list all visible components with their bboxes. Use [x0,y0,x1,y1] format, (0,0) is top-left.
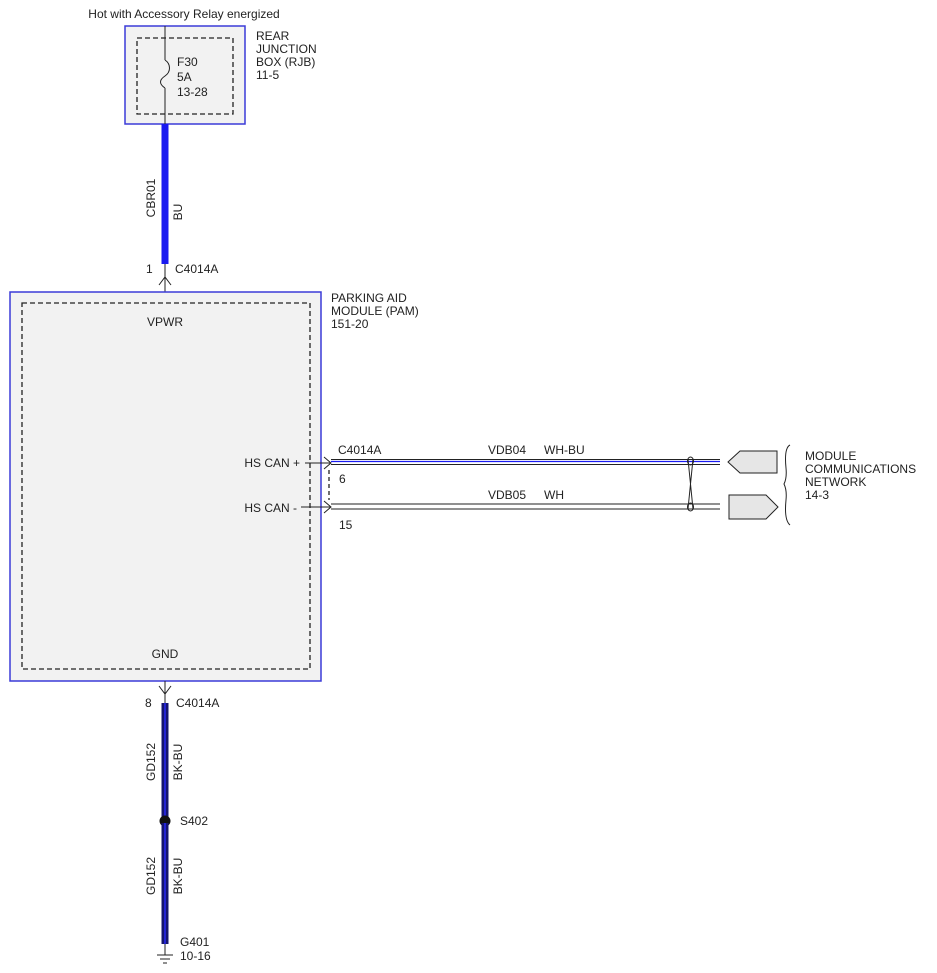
power-wire-circuit: CBR01 [144,178,158,217]
network-brace-icon [783,444,791,526]
pin-arrow-right-icon [323,500,332,514]
ground-circuit-upper: GD152 [144,743,158,781]
can-connector: C4014A [338,443,381,457]
pin-arrow-up-icon [158,276,172,286]
rjb-name-line-2: JUNCTION [256,42,317,56]
power-connector: C4014A [175,262,218,276]
ground-id: G401 [180,935,210,949]
twisted-pair-icon [687,456,694,512]
can-plus-color: WH-BU [544,443,585,457]
top-note: Hot with Accessory Relay energized [88,7,279,21]
ground-pin: 8 [145,696,152,710]
rjb-name-line-1: REAR [256,29,290,43]
ground-symbol-icon [157,944,173,964]
power-wire-color: BU [171,204,185,221]
can-minus-pin: 15 [339,518,353,532]
ground-color-upper: BK-BU [171,744,185,781]
pam-can-minus-label: HS CAN - [244,501,297,515]
ground-wire-gd152-upper[interactable] [161,703,169,819]
ground-wire-gd152-lower[interactable] [161,823,169,944]
pam-ref: 151-20 [331,317,369,331]
ground-ref: 10-16 [180,949,211,963]
pam-vpwr-label: VPWR [147,315,183,329]
fuse-symbol-icon [160,59,170,89]
pam-gnd-label: GND [152,647,179,661]
can-plus-pin: 6 [339,472,346,486]
pin-arrow-right-icon [323,456,332,470]
network-name-line-2: COMMUNICATIONS [805,462,916,476]
rjb-name-line-3: BOX (RJB) [256,55,315,69]
network-name-line-1: MODULE [805,449,856,463]
pam-name-line-1: PARKING AID [331,291,407,305]
fuse-ref: 13-28 [177,85,208,99]
rjb-ref: 11-5 [256,68,279,82]
can-minus-color: WH [544,488,564,502]
can-minus-wire-vdb05[interactable] [331,503,720,510]
pin-arrow-down-icon [158,685,172,695]
can-plus-wire-vdb04[interactable] [331,459,720,465]
network-connector-plus-icon[interactable] [727,450,778,474]
parking-aid-module[interactable]: VPWR GND HS CAN + HS CAN - [9,291,322,682]
fuse-id: F30 [177,55,198,69]
power-pin: 1 [146,262,153,276]
network-name-line-3: NETWORK [805,475,866,489]
pam-name-line-2: MODULE (PAM) [331,304,419,318]
network-ref: 14-3 [805,488,829,502]
ground-color-lower: BK-BU [171,858,185,895]
fuse-rating: 5A [177,70,192,84]
pam-can-plus-label: HS CAN + [244,456,300,470]
ground-connector: C4014A [176,696,219,710]
can-plus-circuit: VDB04 [488,443,526,457]
can-minus-circuit: VDB05 [488,488,526,502]
splice-label: S402 [180,814,208,828]
network-connector-minus-icon[interactable] [728,494,779,520]
rear-junction-box[interactable]: F30 5A 13-28 [124,25,246,125]
power-wire-cbr01[interactable] [161,124,169,264]
ground-circuit-lower: GD152 [144,857,158,895]
